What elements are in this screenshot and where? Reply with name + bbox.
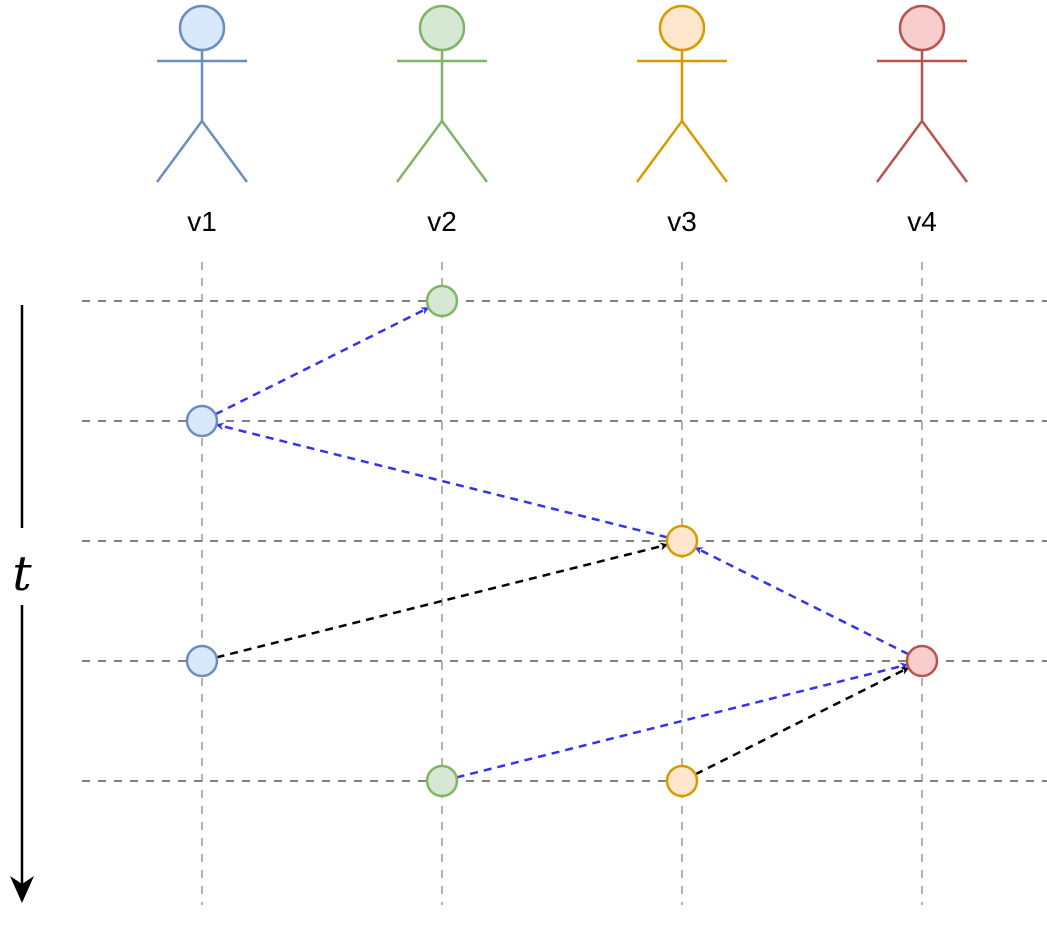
event-e6 [425,764,459,798]
message-arrow-e7-to-e5 [694,666,910,776]
messages [214,306,910,779]
event-e5 [905,644,939,678]
events [185,284,939,798]
actor-label: v1 [187,206,217,237]
actor-v3: v3 [635,4,729,237]
message-arrow-e3-to-e2 [215,422,668,539]
event-e7 [665,764,699,798]
actor-label: v4 [907,206,937,237]
event-e4 [185,644,219,678]
actor-label: v3 [667,206,697,237]
actor-v2: v2 [395,4,489,237]
time-axis: t [10,305,34,903]
actor-v4: v4 [875,4,969,237]
stick-figure-icon [875,4,969,183]
message-arrow-e2-to-e1 [214,306,430,416]
stick-figure-icon [395,4,489,183]
message-arrow-e5-to-e3 [694,546,910,656]
message-arrow-e4-to-e3 [216,542,669,659]
stick-figure-icon [155,4,249,183]
actor-label: v2 [427,206,457,237]
actors: v1 v2 v3 v4 [155,4,969,237]
grid [82,262,1047,905]
event-e3 [665,524,699,558]
actor-v1: v1 [155,4,249,237]
message-arrow-e6-to-e5 [456,662,909,779]
event-e2 [185,404,219,438]
time-axis-label: t [12,546,32,602]
event-e1 [425,284,459,318]
time-axis-arrowhead [10,876,34,903]
stick-figure-icon [635,4,729,183]
